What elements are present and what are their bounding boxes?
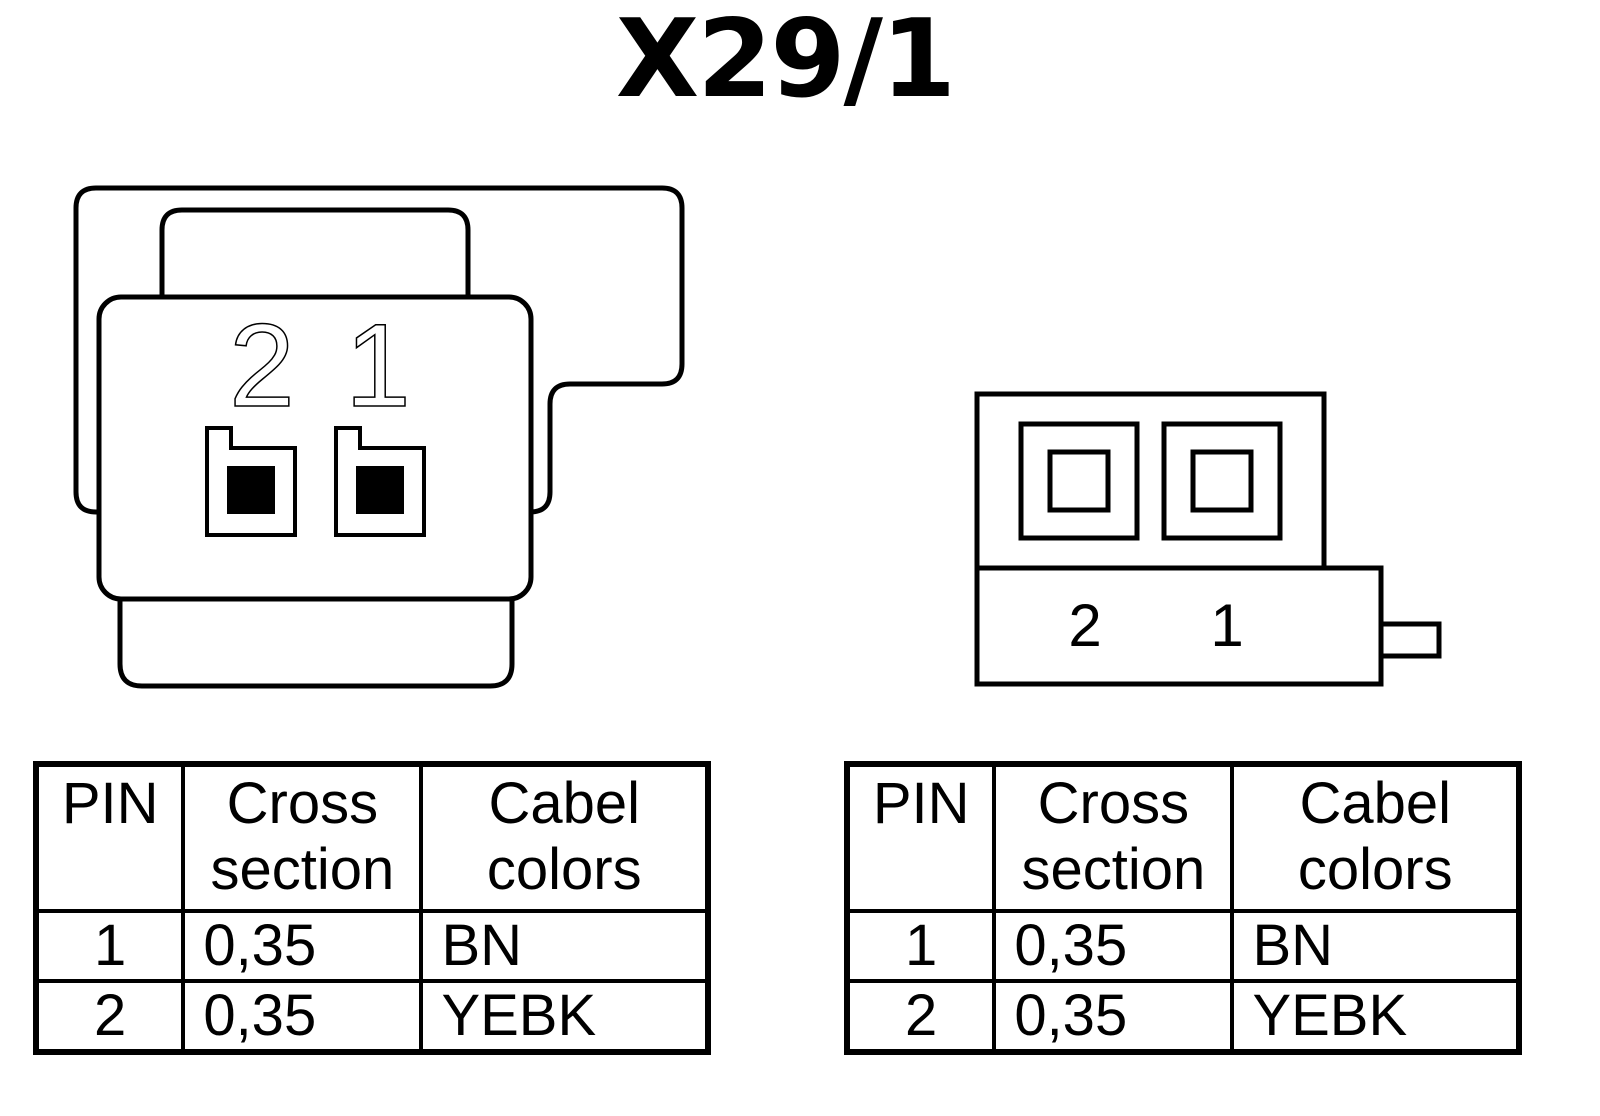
cell-cable-color: YEBK [1230, 979, 1521, 1054]
cell-cross-section: 0,35 [992, 979, 1235, 1054]
cell-cross-section: 0,35 [992, 909, 1235, 983]
counterpart-lower-body [974, 565, 1384, 687]
cell-pin: 1 [844, 909, 997, 983]
header-cable-colors: Cabel colors [419, 762, 710, 913]
socket-inner-2 [1047, 449, 1111, 513]
diagram-title: X29/1 [615, 0, 956, 122]
cell-pin: 2 [33, 979, 186, 1054]
header-pin: PIN [33, 762, 186, 913]
connector-front-face [96, 294, 534, 602]
cell-cross-section: 0,35 [181, 979, 424, 1054]
connector-counterpart-right: 2 1 [974, 391, 1442, 687]
cell-pin: 2 [844, 979, 997, 1054]
header-cross-section: Cross section [992, 762, 1235, 913]
table-row: 1 0,35 BN [844, 909, 1521, 983]
connector-skirt [117, 589, 515, 689]
connector-latch [159, 207, 471, 303]
table-row: 1 0,35 BN [33, 909, 710, 983]
header-cable-colors: Cabel colors [1230, 762, 1521, 913]
table-header-row: PIN Cross section Cabel colors [33, 762, 710, 913]
cell-cable-color: YEBK [419, 979, 710, 1054]
pin-number-label-2: 2 [1068, 592, 1101, 659]
terminal-contact-1 [356, 466, 404, 514]
table-row: 2 0,35 YEBK [33, 979, 710, 1054]
socket-inner-1 [1190, 449, 1254, 513]
table-header-row: PIN Cross section Cabel colors [844, 762, 1521, 913]
connector-housing-left: 2 1 [73, 185, 685, 689]
terminal-contact-2 [227, 466, 275, 514]
pin-assignment-table-right: PIN Cross section Cabel colors 1 0,35 BN… [844, 761, 1522, 1055]
cell-cable-color: BN [1230, 909, 1521, 983]
pin-number-label-1: 1 [345, 300, 411, 432]
cell-cross-section: 0,35 [181, 909, 424, 983]
pin-number-label-1: 1 [1210, 592, 1243, 659]
cell-cable-color: BN [419, 909, 710, 983]
table-row: 2 0,35 YEBK [844, 979, 1521, 1054]
header-pin: PIN [844, 762, 997, 913]
pin-assignment-table-left: PIN Cross section Cabel colors 1 0,35 BN… [33, 761, 711, 1055]
cell-pin: 1 [33, 909, 186, 983]
header-cross-section: Cross section [181, 762, 424, 913]
pin-number-label-2: 2 [229, 300, 295, 432]
counterpart-side-tab [1378, 621, 1442, 659]
